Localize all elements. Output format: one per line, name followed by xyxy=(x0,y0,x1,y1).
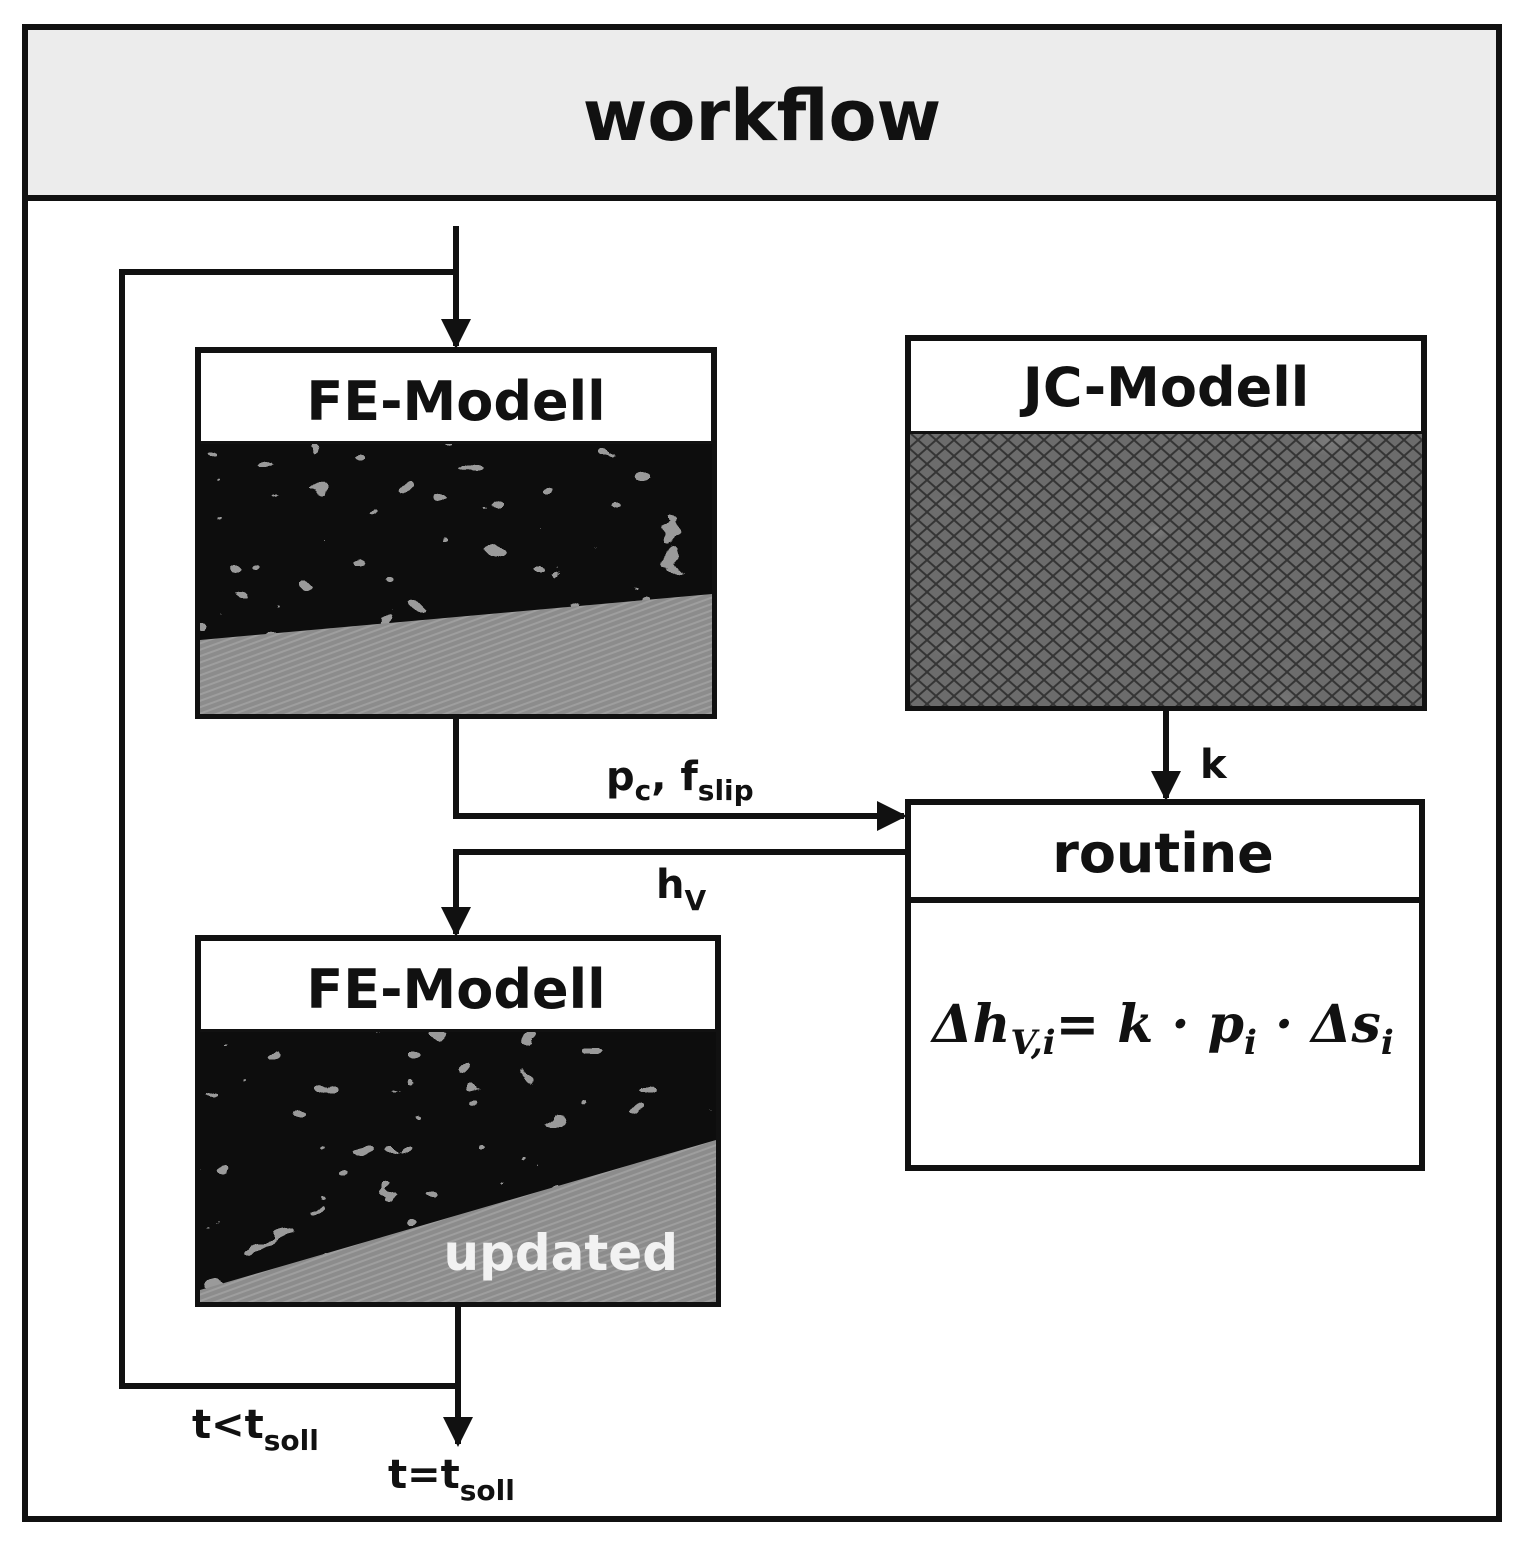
label-t-less: t<tsoll xyxy=(192,1402,319,1457)
label-t-equal: t=tsoll xyxy=(388,1452,515,1507)
fe-model-top-image xyxy=(200,444,712,714)
jc-model-node: JC-Modell xyxy=(905,335,1427,711)
header-band xyxy=(28,30,1496,198)
edge-loop-back xyxy=(119,269,456,1389)
updated-label: updated xyxy=(443,1224,678,1282)
routine-formula: ΔhV,i= k · pi · Δsi xyxy=(929,994,1394,1063)
edge-routine-to-fe xyxy=(441,849,908,937)
jc-model-image xyxy=(910,434,1422,706)
edge-fe-to-routine xyxy=(453,716,907,831)
routine-title: routine xyxy=(1052,822,1274,885)
label-hv: hV xyxy=(656,862,706,917)
fe-model-bottom-title: FE-Modell xyxy=(306,958,605,1021)
fe-model-bottom-node: FE-Modell updated xyxy=(195,935,721,1307)
label-k: k xyxy=(1200,742,1228,788)
fe-model-top-title: FE-Modell xyxy=(306,370,605,433)
fe-model-bottom-image xyxy=(200,1032,716,1302)
connectors xyxy=(119,226,1181,1447)
diagram-title: workflow xyxy=(583,75,941,157)
routine-node: routine ΔhV,i= k · pi · Δsi xyxy=(905,799,1425,1171)
fe-model-top-node: FE-Modell xyxy=(195,347,717,719)
label-pc-fslip: pc, fslip xyxy=(606,754,754,807)
jc-model-title: JC-Modell xyxy=(1019,356,1310,419)
